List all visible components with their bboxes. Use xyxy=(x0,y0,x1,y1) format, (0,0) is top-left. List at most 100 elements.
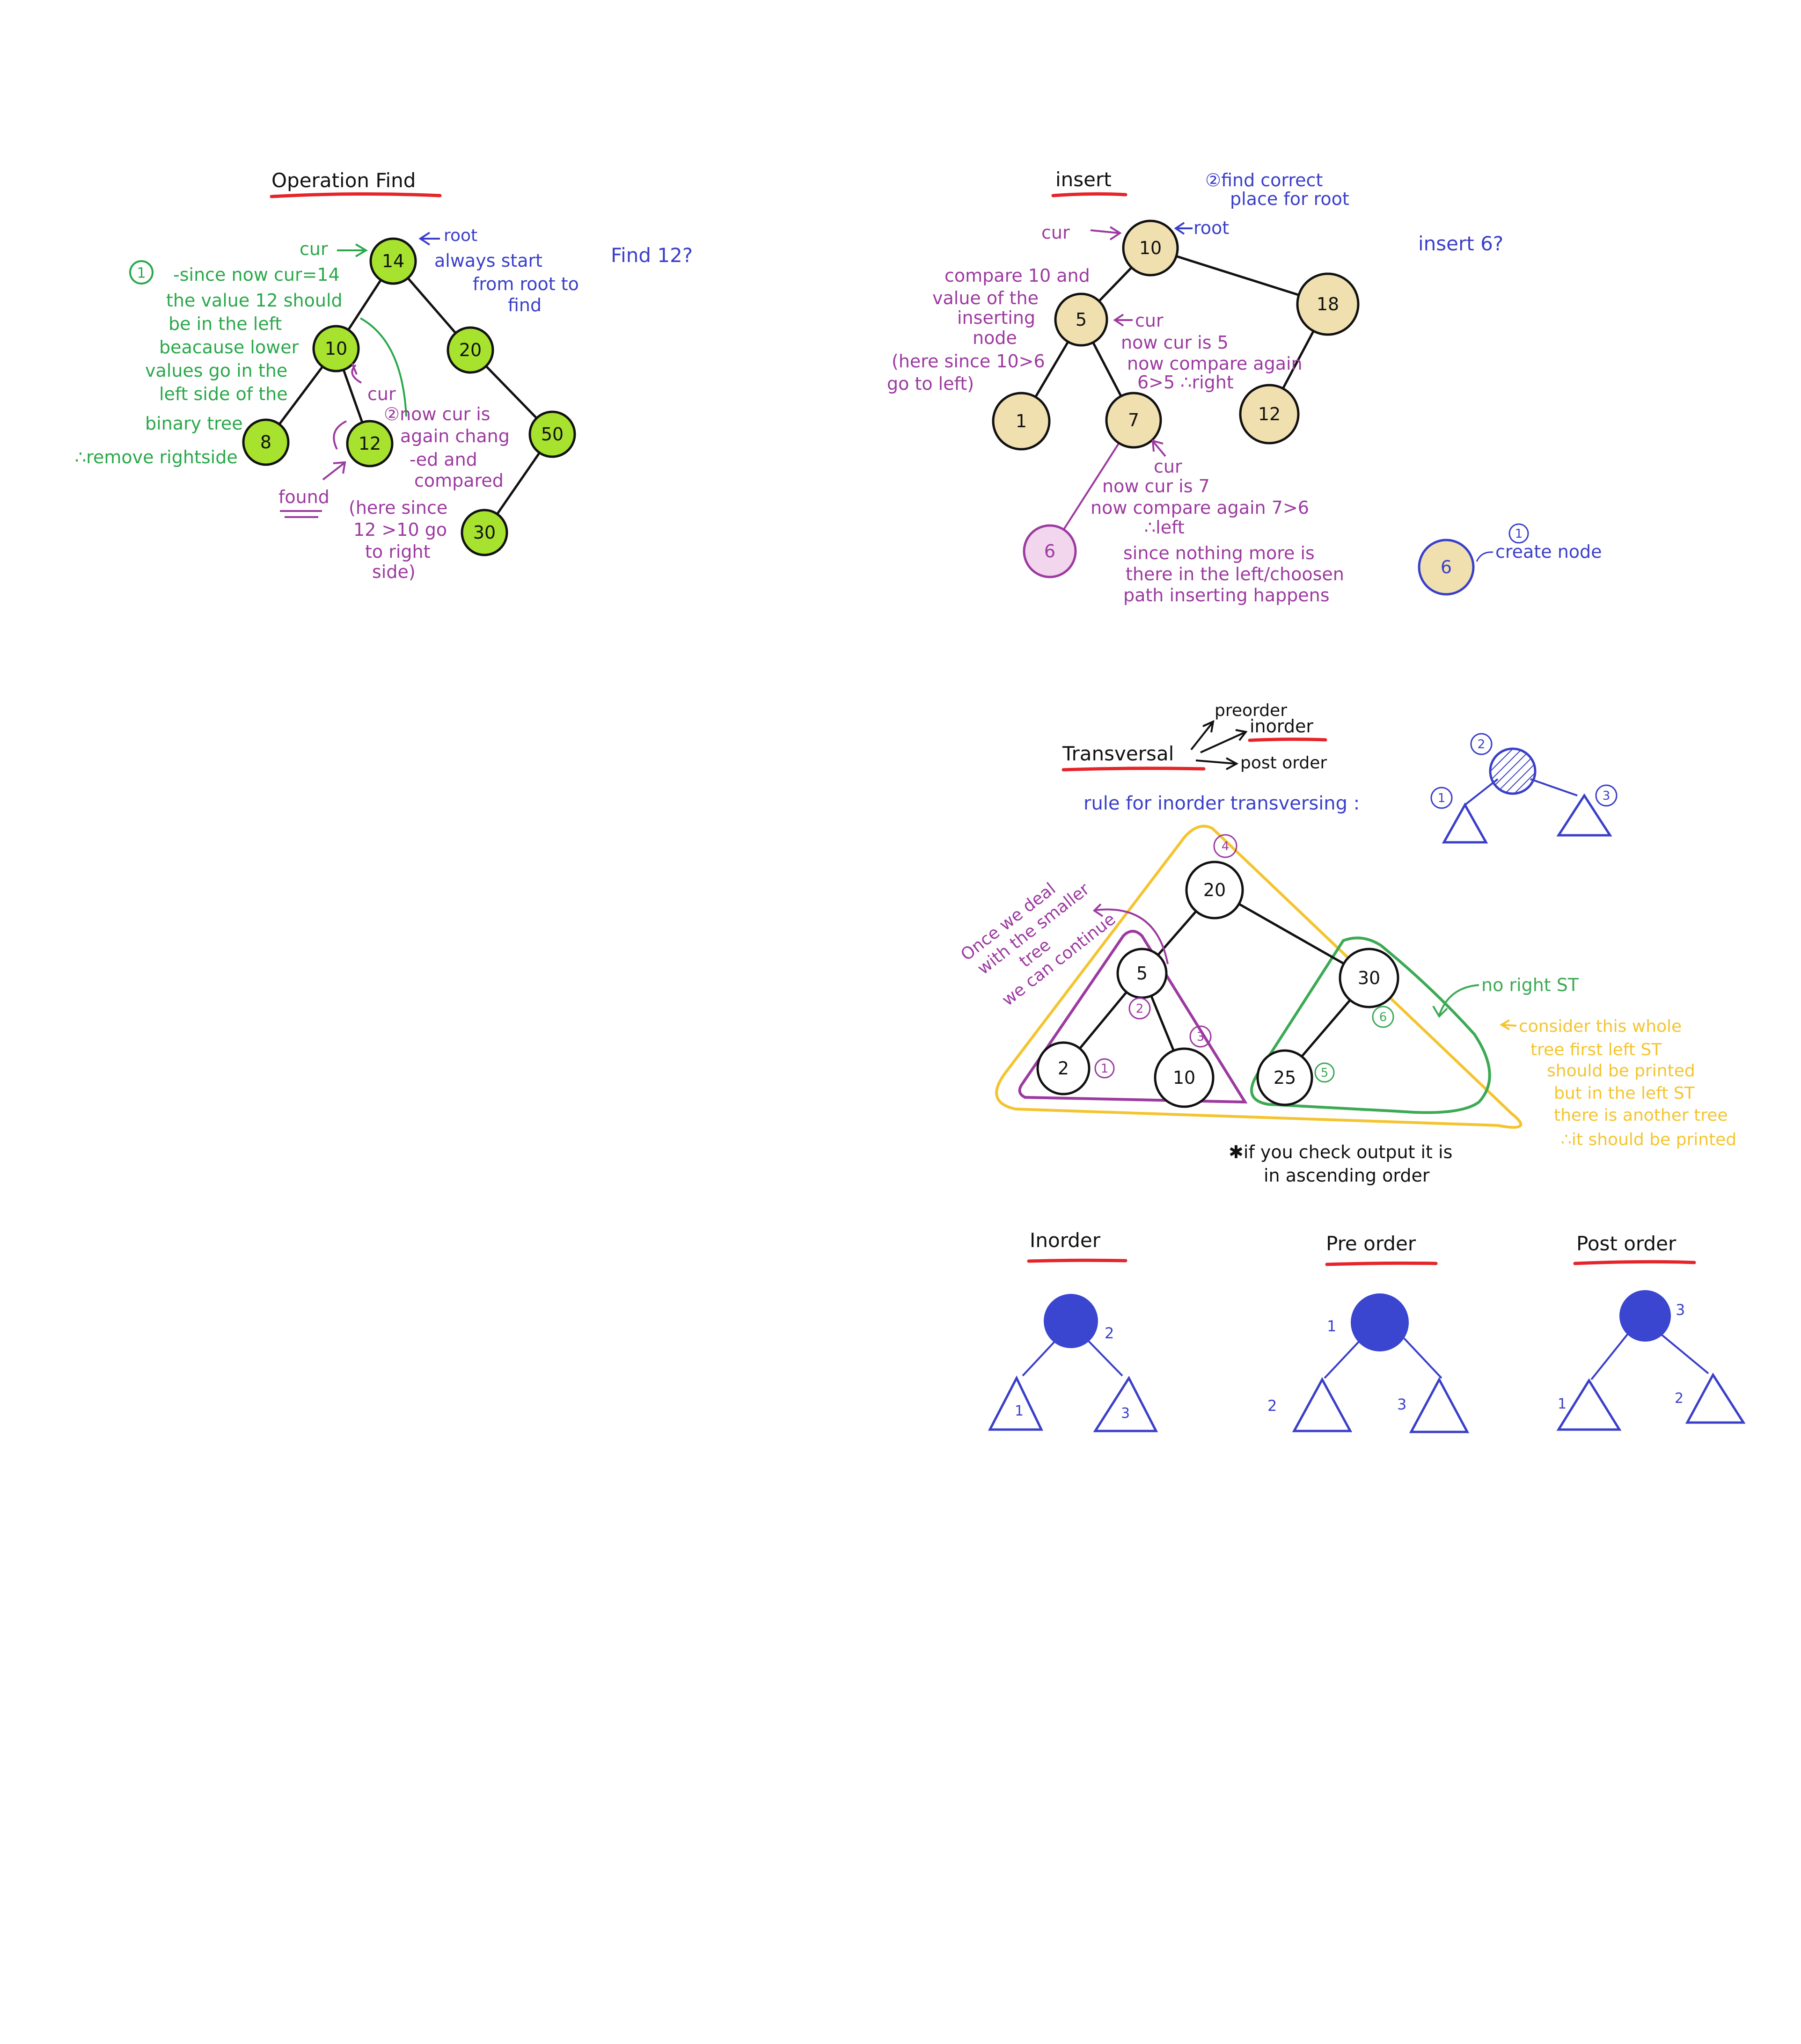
preorder-root-node xyxy=(1351,1293,1409,1351)
svg-text:∴remove rightside: ∴remove rightside xyxy=(75,447,238,467)
insert-section: insert insert 6? 10 5 18 1 xyxy=(887,168,1602,606)
preorder-root-num: 1 xyxy=(1327,1317,1336,1335)
svg-text:node: node xyxy=(973,328,1017,348)
ascending-note-line2: in ascending order xyxy=(1264,1165,1430,1186)
svg-text:12: 12 xyxy=(1258,404,1281,424)
svg-text:values go in the: values go in the xyxy=(145,360,287,381)
insert-node-18: 18 xyxy=(1296,272,1360,336)
traversal-section: Transversal preorder inorder post order … xyxy=(957,701,1736,1186)
postorder-left-subtree xyxy=(1556,1378,1622,1431)
inorder-branch-underline xyxy=(1248,737,1327,742)
svg-text:②find correct: ②find correct xyxy=(1205,170,1323,190)
svg-text:18: 18 xyxy=(1317,294,1339,314)
svg-text:8: 8 xyxy=(260,432,271,453)
traversal-order-numbers: 4 2 3 1 6 5 xyxy=(1094,834,1394,1083)
find-node-12: 12 xyxy=(346,420,394,467)
svg-text:left side of the: left side of the xyxy=(159,384,288,404)
orders-section: Inorder 2 1 3 Pre order 1 2 3 Post o xyxy=(988,1229,1746,1433)
svg-text:6: 6 xyxy=(1441,557,1452,577)
find-node-50: 50 xyxy=(528,410,576,458)
inorder-right-subtree xyxy=(1093,1375,1158,1432)
svg-text:12: 12 xyxy=(359,433,381,454)
insert-node-5: 5 xyxy=(1054,292,1108,347)
svg-text:14: 14 xyxy=(382,251,404,271)
inorder-rule-diagram: 1 2 3 xyxy=(1430,733,1618,844)
svg-text:compare 10 and: compare 10 and xyxy=(944,265,1090,286)
svg-text:6: 6 xyxy=(1044,541,1055,562)
insert-purple-notes: cur compare 10 and value of the insertin… xyxy=(887,222,1344,606)
svg-text:to right: to right xyxy=(365,541,431,562)
no-right-st-arrow xyxy=(1432,984,1479,1018)
rule-left-subtree xyxy=(1442,802,1488,844)
svg-text:∴it should be printed: ∴it should be printed xyxy=(1561,1130,1736,1149)
svg-text:binary tree: binary tree xyxy=(145,413,243,434)
inorder-rule-text: rule for inorder transversing : xyxy=(1084,793,1360,814)
svg-text:25: 25 xyxy=(1274,1067,1296,1088)
svg-text:2: 2 xyxy=(1058,1058,1069,1079)
svg-text:10: 10 xyxy=(1173,1067,1195,1088)
svg-text:7: 7 xyxy=(1128,410,1139,431)
preorder-right-subtree xyxy=(1409,1377,1470,1433)
traversal-node-30: 30 xyxy=(1339,948,1399,1008)
svg-text:from root to: from root to xyxy=(473,274,579,294)
svg-text:(here since: (here since xyxy=(349,497,447,518)
preorder-title: Pre order xyxy=(1326,1232,1416,1255)
svg-text:10: 10 xyxy=(325,338,347,359)
svg-text:value of the: value of the xyxy=(932,288,1039,308)
traversal-title-underline xyxy=(1062,766,1206,772)
find-green-notes: cur 1 -since now cur=14 the value 12 sho… xyxy=(75,239,407,467)
find-node-10: 10 xyxy=(312,325,360,372)
svg-text:5: 5 xyxy=(1136,963,1148,984)
svg-text:root: root xyxy=(1193,218,1229,238)
svg-text:always start: always start xyxy=(434,250,542,271)
svg-text:5: 5 xyxy=(1076,309,1087,330)
traversal-node-2: 2 xyxy=(1036,1041,1091,1095)
inorder-diagram: Inorder 2 1 3 xyxy=(988,1229,1158,1432)
once-we-deal-note: Once we deal with the smaller tree we ca… xyxy=(957,879,1119,1010)
svg-text:12 >10 go: 12 >10 go xyxy=(353,519,447,540)
preorder-right-num: 3 xyxy=(1397,1395,1406,1413)
insert-node-1: 1 xyxy=(992,392,1051,451)
svg-text:1: 1 xyxy=(1515,527,1523,541)
find-purple-notes: cur ②now cur is again chang -ed and comp… xyxy=(278,363,510,582)
svg-text:be in the left: be in the left xyxy=(168,314,282,334)
svg-text:now cur is 5: now cur is 5 xyxy=(1121,332,1229,353)
preorder-left-num: 2 xyxy=(1267,1397,1277,1415)
insert-title-underline xyxy=(1051,192,1127,197)
inorder-root-node xyxy=(1044,1294,1098,1348)
order-num-2: 1 xyxy=(1101,1062,1109,1076)
svg-text:again chang: again chang xyxy=(400,426,510,446)
svg-text:cur: cur xyxy=(367,384,396,404)
svg-text:find: find xyxy=(508,295,542,315)
consider-whole-tree-note: consider this whole tree first left ST s… xyxy=(1519,1017,1736,1149)
find-node-14: 14 xyxy=(369,237,417,285)
find-node-8: 8 xyxy=(242,418,290,466)
svg-text:50: 50 xyxy=(541,424,564,445)
svg-text:cur: cur xyxy=(1041,222,1070,243)
inorder-root-num: 2 xyxy=(1105,1324,1114,1342)
postorder-root-node xyxy=(1619,1290,1671,1342)
traversal-branch-inorder: inorder xyxy=(1250,716,1313,737)
traversal-node-20: 20 xyxy=(1185,861,1244,920)
insert-question: insert 6? xyxy=(1418,232,1503,255)
rule-num-3: 3 xyxy=(1603,789,1611,803)
svg-text:now compare again: now compare again xyxy=(1127,353,1303,374)
svg-text:20: 20 xyxy=(459,340,482,360)
postorder-right-subtree xyxy=(1685,1372,1746,1424)
svg-text:20: 20 xyxy=(1203,880,1226,900)
svg-text:the value 12 should: the value 12 should xyxy=(166,290,343,311)
svg-text:inserting: inserting xyxy=(957,307,1035,328)
find-node-20: 20 xyxy=(447,326,494,374)
insert-node-6-placed: 6 xyxy=(1023,524,1077,578)
svg-text:but in the left ST: but in the left ST xyxy=(1554,1084,1695,1103)
svg-text:there in the left/choosen: there in the left/choosen xyxy=(1126,564,1344,584)
consider-arrow xyxy=(1500,1019,1517,1030)
svg-text:consider this whole: consider this whole xyxy=(1519,1017,1682,1036)
svg-text:tree first left ST: tree first left ST xyxy=(1530,1040,1662,1059)
postorder-title: Post order xyxy=(1576,1232,1677,1255)
svg-text:6>5 ∴right: 6>5 ∴right xyxy=(1137,372,1234,393)
svg-text:②now cur is: ②now cur is xyxy=(384,404,491,424)
postorder-left-num: 1 xyxy=(1558,1396,1567,1412)
traversal-node-10: 10 xyxy=(1154,1047,1215,1108)
